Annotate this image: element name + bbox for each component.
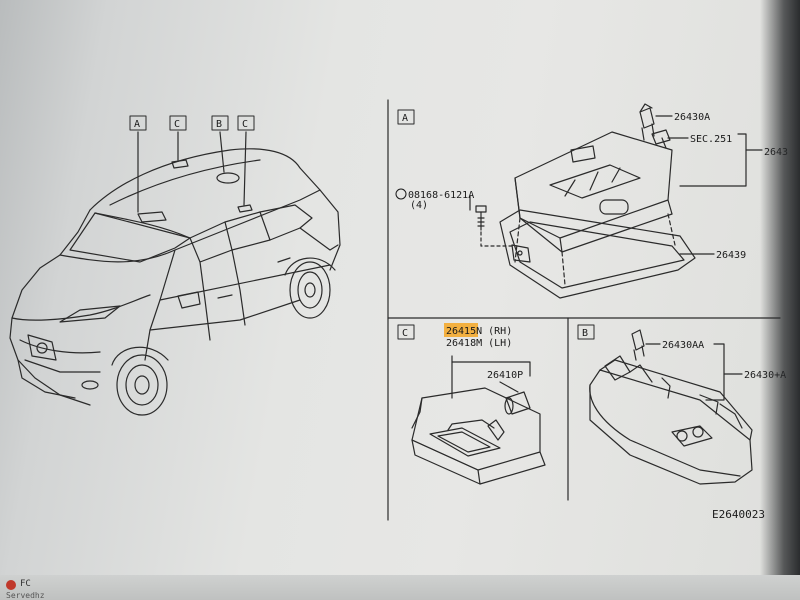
callout-c1-label: C — [174, 119, 180, 130]
part-bolt: 08168-6121A — [408, 190, 474, 201]
callout-c2-label: C — [242, 119, 248, 130]
taskbar — [0, 575, 800, 600]
part-bolt-qty: (4) — [410, 200, 428, 211]
part-26415n: 26415N (RH) — [446, 326, 512, 337]
part-26439: 26439 — [716, 250, 746, 261]
figure-code: E2640023 — [712, 508, 765, 521]
part-sec251: SEC.251 — [690, 134, 732, 145]
taskbar-item-label[interactable]: FC — [20, 579, 31, 589]
vanity-lamp-illustration — [411, 387, 546, 485]
car-illustration — [9, 131, 341, 416]
part-26430aa: 26430AA — [662, 340, 704, 351]
app-icon[interactable] — [6, 580, 16, 590]
taskbar-subtext: Servedhz — [6, 591, 45, 600]
map-lamp-illustration — [475, 103, 696, 299]
callout-b-label: B — [216, 119, 222, 130]
section-a-letter: A — [402, 113, 408, 124]
callout-a-label: A — [134, 119, 140, 130]
section-c-letter: C — [402, 328, 408, 339]
part-26410p: 26410P — [487, 370, 523, 381]
room-lamp-illustration — [589, 329, 753, 485]
part-26418m: 26418M (LH) — [446, 338, 512, 349]
part-highlight — [444, 323, 478, 337]
section-b-letter: B — [582, 328, 588, 339]
monitor-bezel — [760, 0, 800, 600]
part-26430a: 26430A — [674, 112, 710, 123]
bolt-symbol-icon — [395, 188, 407, 200]
